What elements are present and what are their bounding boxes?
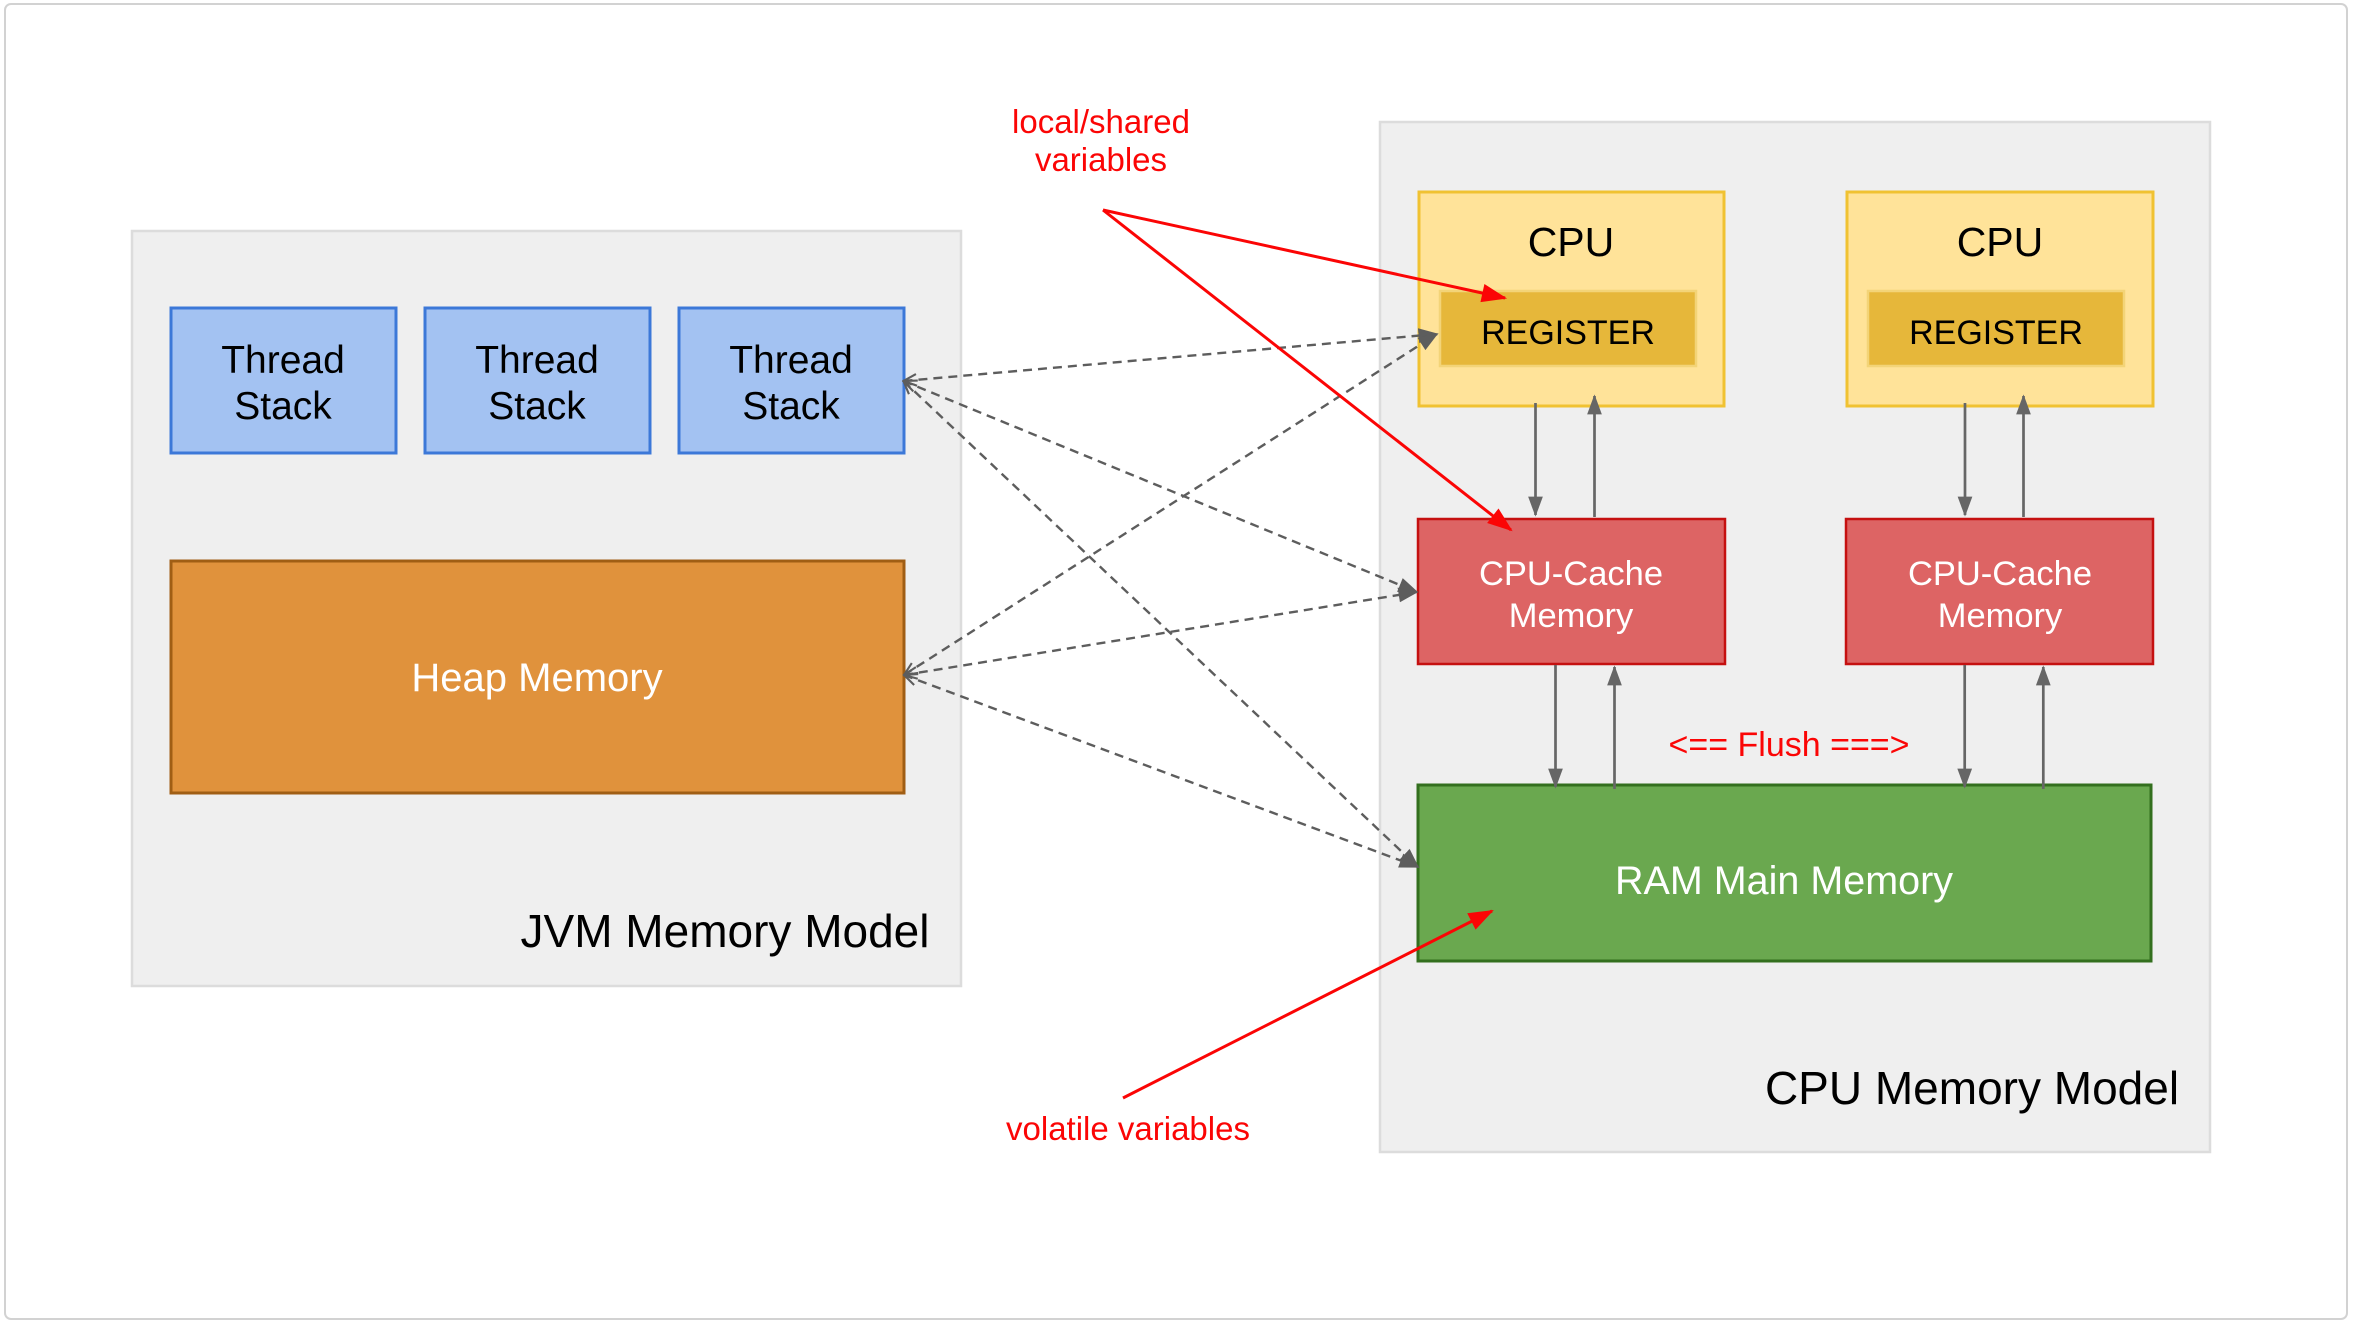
svg-text:Thread: Thread	[475, 339, 599, 382]
svg-text:Heap Memory: Heap Memory	[411, 656, 662, 700]
svg-text:REGISTER: REGISTER	[1481, 314, 1655, 352]
svg-text:Thread: Thread	[221, 339, 345, 382]
svg-text:RAM Main Memory: RAM Main Memory	[1615, 859, 1953, 903]
svg-text:variables: variables	[1035, 141, 1167, 178]
svg-text:Stack: Stack	[234, 385, 332, 428]
svg-text:Stack: Stack	[488, 385, 586, 428]
svg-text:Stack: Stack	[742, 385, 840, 428]
svg-text:volatile variables: volatile variables	[1006, 1110, 1250, 1147]
svg-text:CPU: CPU	[1957, 219, 2044, 265]
svg-text:Thread: Thread	[729, 339, 853, 382]
svg-text:CPU-Cache: CPU-Cache	[1479, 555, 1663, 593]
svg-text:CPU: CPU	[1528, 219, 1615, 265]
svg-text:CPU-Cache: CPU-Cache	[1908, 555, 2092, 593]
svg-text:local/shared: local/shared	[1012, 103, 1190, 140]
svg-text:JVM Memory Model: JVM Memory Model	[521, 905, 930, 957]
svg-text:REGISTER: REGISTER	[1909, 314, 2083, 352]
svg-text:Memory: Memory	[1938, 597, 2063, 635]
svg-text:Memory: Memory	[1509, 597, 1634, 635]
svg-text:<== Flush ===>: <== Flush ===>	[1668, 726, 1909, 764]
svg-text:CPU Memory Model: CPU Memory Model	[1765, 1062, 2179, 1114]
